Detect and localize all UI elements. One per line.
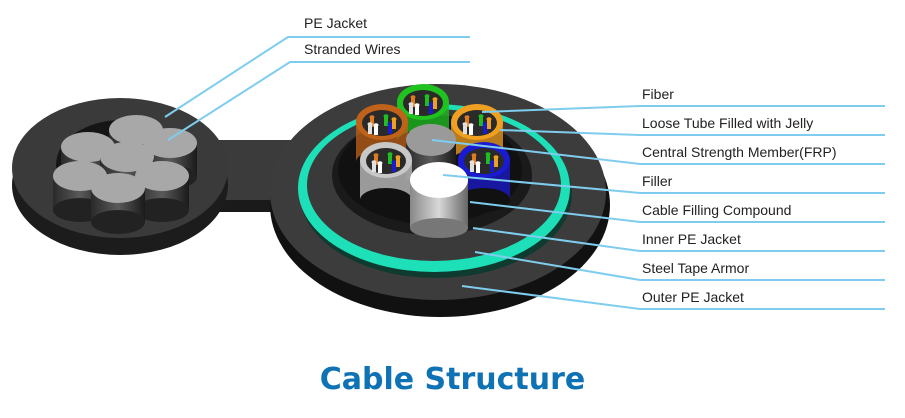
fiber	[425, 96, 429, 106]
leader-line-steel-tape-armor	[474, 251, 885, 281]
fiber	[378, 163, 382, 173]
label-stranded-wires: Stranded Wires	[304, 41, 401, 57]
fiber	[368, 124, 372, 134]
central-strength-member	[406, 124, 456, 180]
diagram-title: Cable Structure	[319, 362, 586, 397]
fiber	[374, 125, 378, 135]
loose-tubes-group	[356, 84, 510, 238]
fiber	[429, 104, 433, 114]
fiber	[384, 116, 388, 126]
label-steel-tape-armor: Steel Tape Armor	[642, 260, 750, 276]
loose-tube-white	[360, 142, 412, 212]
label-cable-filling-compound: Cable Filling Compound	[642, 202, 792, 218]
fiber	[487, 119, 491, 129]
fiber	[388, 124, 392, 134]
label-fiber: Fiber	[642, 86, 674, 102]
label-filler: Filler	[642, 173, 673, 189]
leader-line-inner-pe-jacket	[472, 227, 885, 252]
fiber	[470, 162, 474, 172]
fiber	[463, 124, 467, 134]
fiber	[411, 97, 415, 107]
leader-line-pe-jacket	[164, 36, 470, 118]
leader-lines	[164, 36, 885, 310]
fiber	[372, 162, 376, 172]
label-central-strength-member: Central Strength Member(FRP)	[642, 144, 837, 160]
fiber	[374, 155, 378, 165]
fiber	[483, 124, 487, 134]
fiber	[396, 157, 400, 167]
fiber	[476, 163, 480, 173]
fiber	[490, 162, 494, 172]
fiber	[409, 104, 413, 114]
fiber	[370, 117, 374, 127]
fiber	[479, 116, 483, 126]
leader-line-loose-tube	[499, 129, 885, 136]
leader-line-stranded-wires	[167, 61, 470, 141]
label-pe-jacket: PE Jacket	[304, 15, 368, 31]
fiber	[388, 154, 392, 164]
label-outer-pe-jacket: Outer PE Jacket	[642, 289, 744, 305]
fiber	[392, 119, 396, 129]
fiber	[469, 125, 473, 135]
filler-rod	[410, 162, 468, 238]
leader-line-cable-filling-compound	[469, 201, 885, 223]
label-inner-pe-jacket: Inner PE Jacket	[642, 231, 741, 247]
fiber	[494, 157, 498, 167]
stranded-wire	[91, 173, 145, 234]
fiber	[392, 162, 396, 172]
fiber	[472, 155, 476, 165]
fiber	[465, 117, 469, 127]
label-loose-tube: Loose Tube Filled with Jelly	[642, 115, 814, 131]
fiber	[486, 154, 490, 164]
stranded-wires-group	[53, 115, 197, 234]
fiber	[433, 99, 437, 109]
fiber	[415, 105, 419, 115]
leader-line-fiber	[481, 105, 885, 113]
leader-line-central-strength-member	[431, 139, 885, 165]
leader-line-filler	[442, 174, 885, 194]
leader-line-outer-pe-jacket	[461, 285, 885, 310]
